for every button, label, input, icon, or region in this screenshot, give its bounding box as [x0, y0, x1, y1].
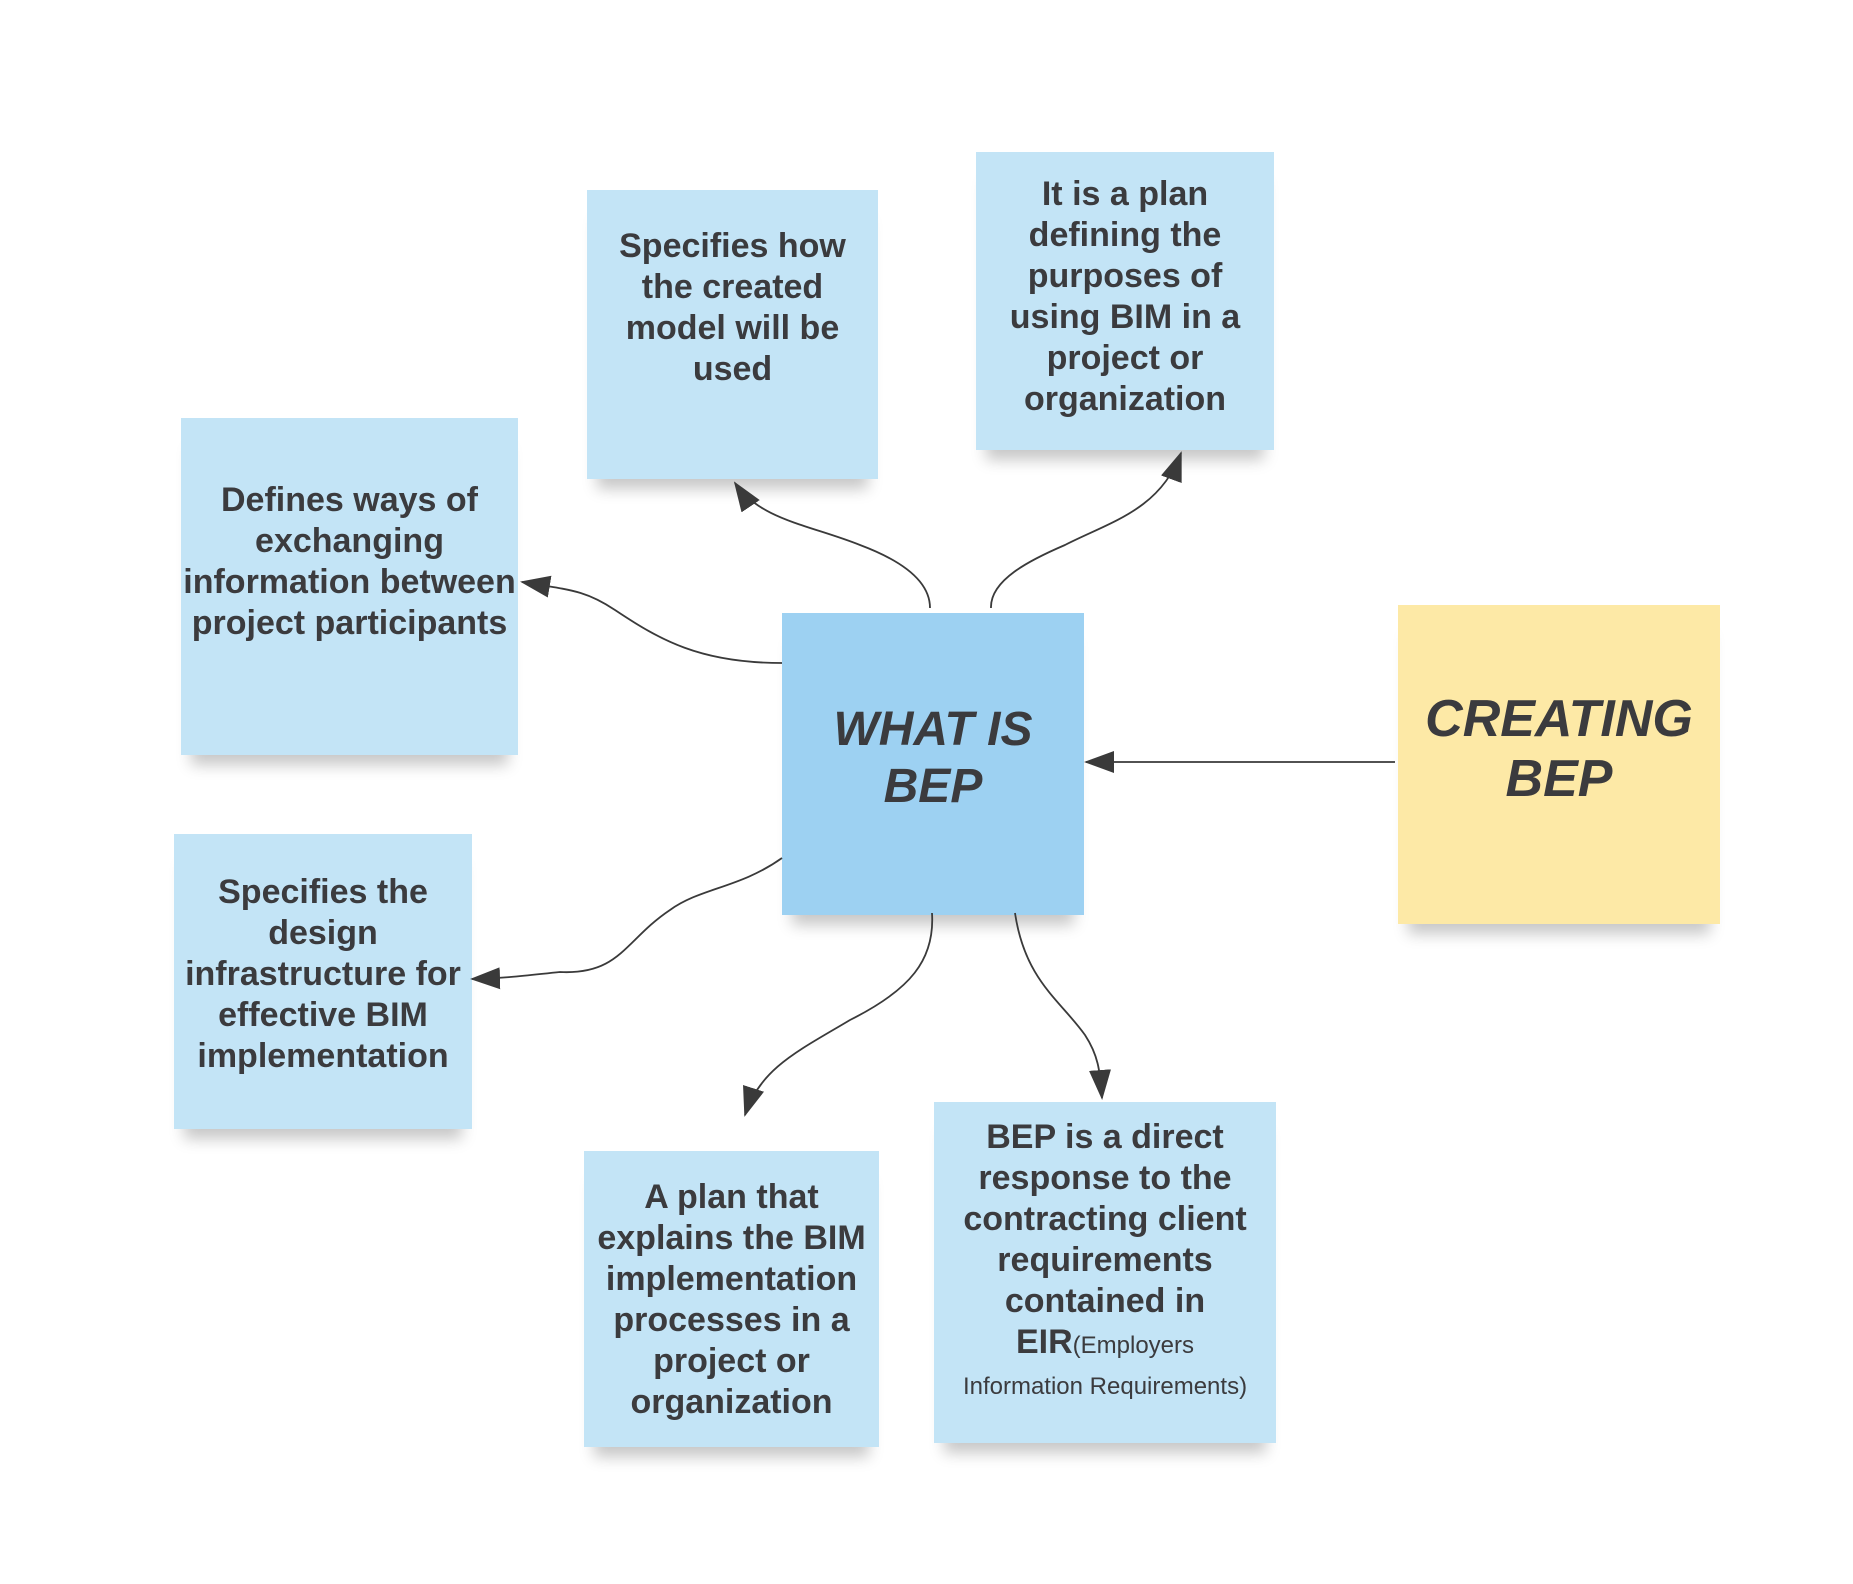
- note-line: defining the: [1028, 216, 1222, 254]
- note-line: project participants: [191, 604, 508, 642]
- note-line: processes in a: [613, 1301, 850, 1339]
- note-line: implementation: [605, 1260, 858, 1298]
- eir-expansion-end: Information Requirements): [962, 1373, 1248, 1400]
- note-line: design: [268, 914, 378, 952]
- note-info-exchange[interactable]: Defines ways of exchanging information b…: [181, 418, 518, 755]
- connector-to-info-exchange: [520, 575, 783, 664]
- center-title-line: WHAT IS: [833, 703, 1033, 756]
- note-line: response to the: [978, 1159, 1232, 1197]
- note-line: contained in: [1004, 1282, 1206, 1320]
- source-node-creating-bep[interactable]: CREATING BEP: [1398, 605, 1720, 924]
- note-line: A plan that: [644, 1178, 819, 1216]
- note-line: purposes of: [1027, 257, 1223, 295]
- note-processes[interactable]: A plan that explains the BIM implementat…: [584, 1151, 879, 1447]
- note-line: BEP is a direct: [986, 1118, 1224, 1156]
- note-line: project or: [1046, 339, 1204, 377]
- note-infrastructure[interactable]: Specifies the design infrastructure for …: [174, 834, 472, 1129]
- connector-to-purpose: [990, 451, 1182, 609]
- note-line: information between: [183, 563, 516, 601]
- note-line: project or: [653, 1342, 810, 1380]
- note-line: implementation: [197, 1037, 449, 1075]
- note-line: organization: [630, 1383, 833, 1421]
- connector-to-infrastructure: [470, 857, 783, 990]
- note-line: using BIM in a: [1009, 298, 1241, 336]
- connector-to-model-usage: [733, 481, 931, 609]
- note-line: organization: [1023, 380, 1227, 418]
- note-line: used: [692, 350, 773, 388]
- eir-line: EIR(Employers: [1016, 1322, 1194, 1366]
- note-line: requirements: [997, 1241, 1213, 1279]
- source-title-line: BEP: [1505, 749, 1613, 808]
- eir-abbreviation: EIR: [1015, 1323, 1073, 1361]
- note-line: infrastructure for: [185, 955, 461, 993]
- connector-to-eir-response: [1014, 912, 1111, 1100]
- connector-to-processes: [743, 912, 934, 1117]
- note-line: It is a plan: [1041, 175, 1209, 213]
- note-line: effective BIM: [218, 996, 428, 1034]
- note-line: the created: [641, 268, 824, 306]
- note-line: Specifies how: [619, 227, 846, 265]
- center-title-line: BEP: [883, 760, 983, 813]
- source-title-line: CREATING: [1425, 689, 1693, 748]
- note-model-usage[interactable]: Specifies how the created model will be …: [587, 190, 878, 479]
- center-node-what-is-bep[interactable]: WHAT IS BEP: [782, 613, 1084, 915]
- note-line: exchanging: [255, 522, 444, 560]
- note-line: contracting client: [963, 1200, 1247, 1238]
- note-line: Defines ways of: [221, 481, 478, 519]
- note-line: model will be: [625, 309, 840, 347]
- note-line: Specifies the: [218, 873, 428, 911]
- note-line: explains the BIM: [597, 1219, 866, 1257]
- note-eir-response[interactable]: BEP is a direct response to the contract…: [934, 1102, 1276, 1443]
- eir-expansion-start: (Employers: [1072, 1332, 1195, 1359]
- note-purpose[interactable]: It is a plan defining the purposes of us…: [976, 152, 1274, 450]
